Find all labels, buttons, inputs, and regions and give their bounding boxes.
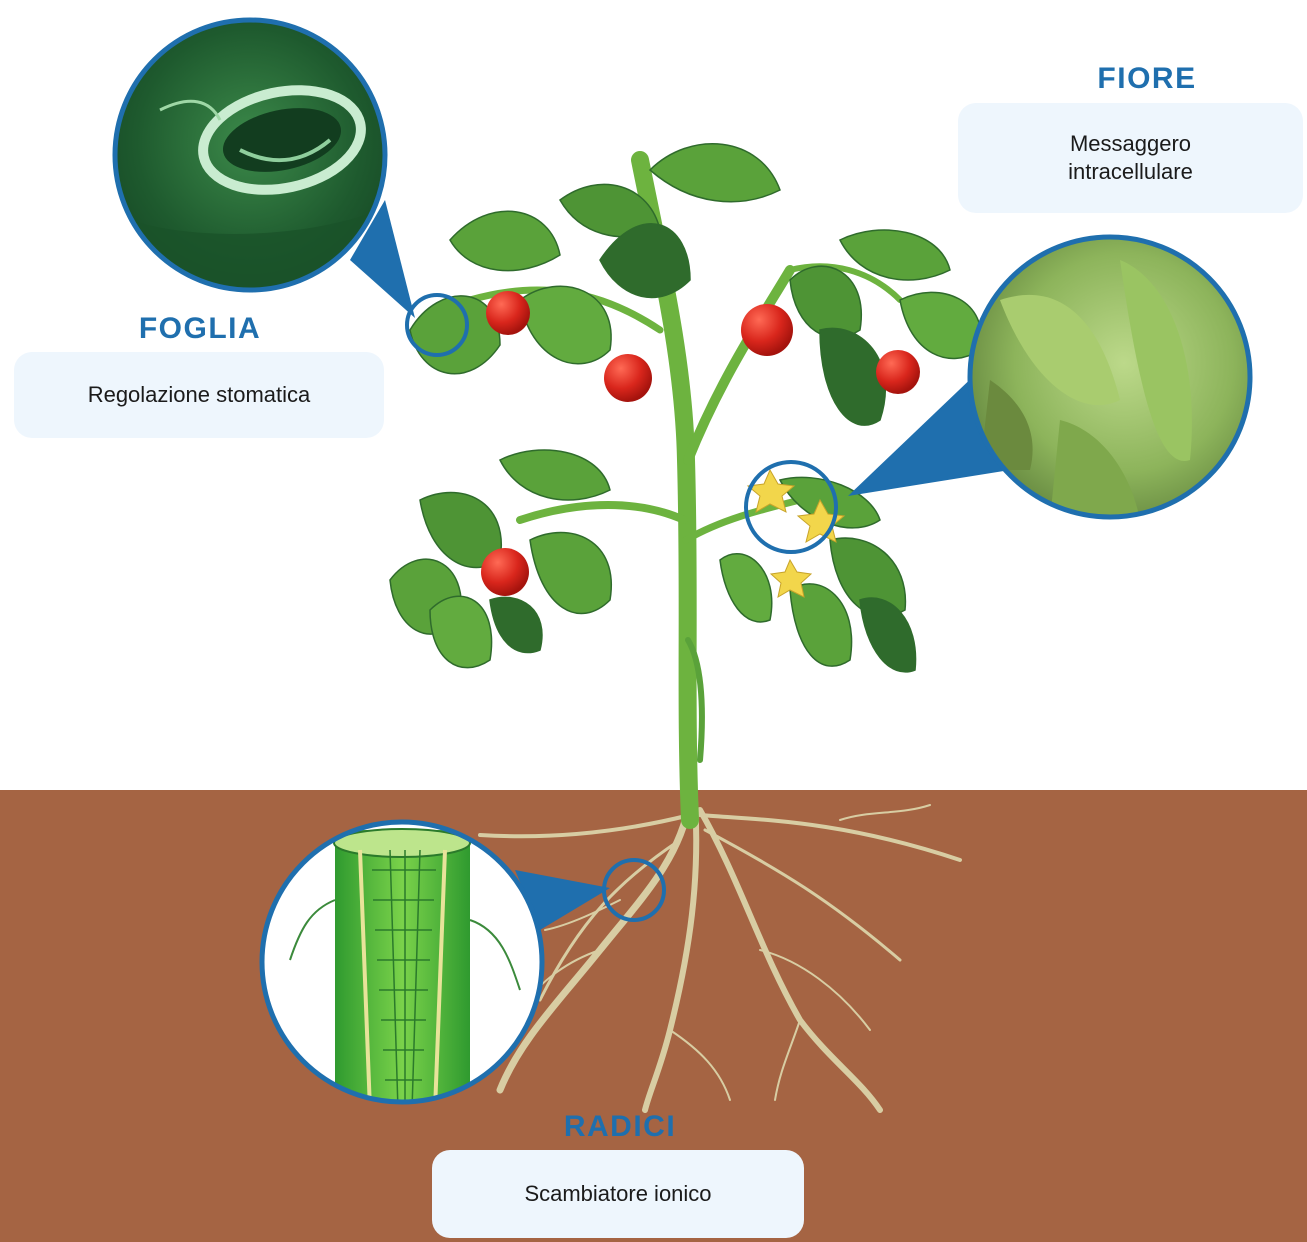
flower-zoom [970, 237, 1250, 520]
leaf-description-box: Regolazione stomatica [14, 352, 384, 438]
roots-title: RADICI [515, 1110, 725, 1144]
flower-title: FIORE [1072, 62, 1222, 96]
flower-description-line2: intracellulare [1068, 158, 1193, 186]
stoma-zoom [115, 20, 385, 300]
flower-description-box: Messaggero intracellulare [958, 103, 1303, 213]
leaf-title: FOGLIA [105, 312, 295, 346]
flower-description-line1: Messaggero [1068, 130, 1193, 158]
roots-description: Scambiatore ionico [524, 1180, 711, 1208]
leaf-description: Regolazione stomatica [88, 381, 311, 409]
roots-description-box: Scambiatore ionico [432, 1150, 804, 1238]
